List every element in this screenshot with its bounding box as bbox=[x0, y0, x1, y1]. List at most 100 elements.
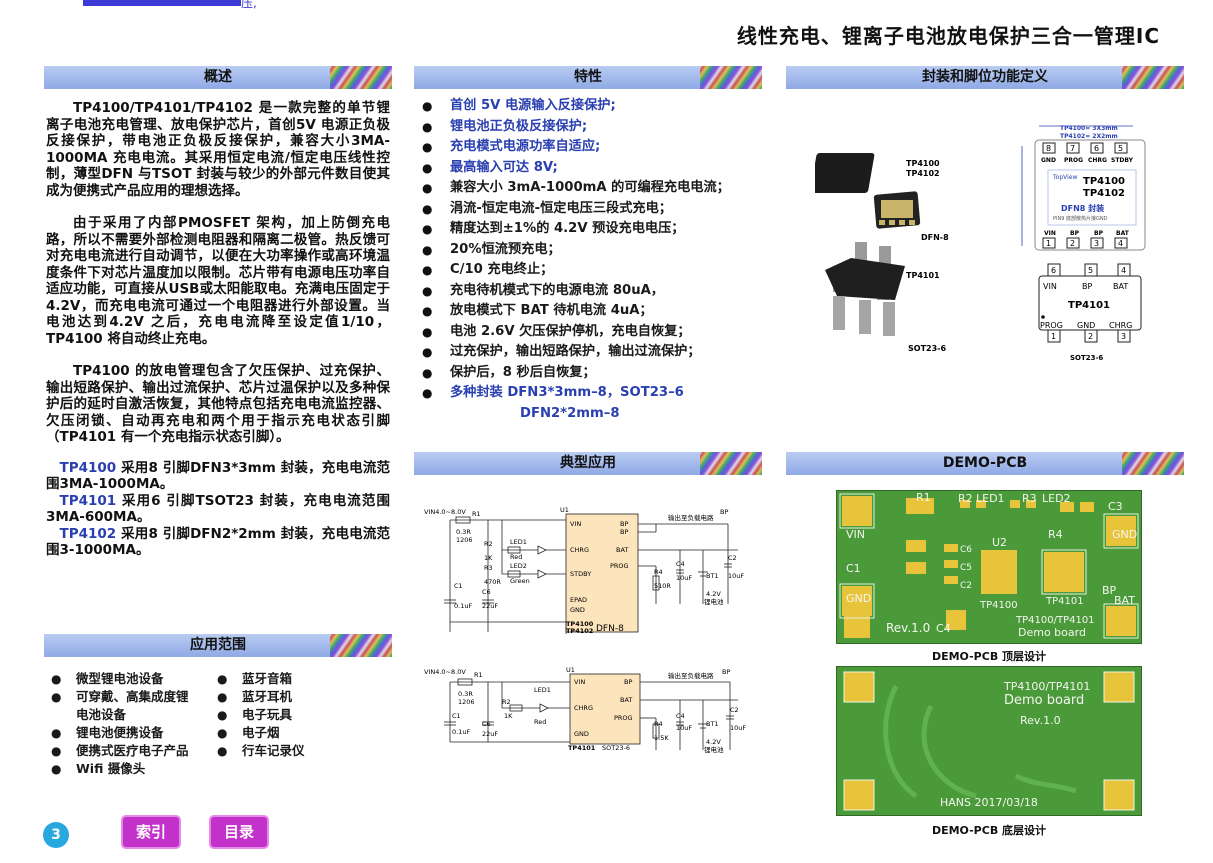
pcb-label: HANS 2017/03/18 bbox=[940, 796, 1038, 809]
pin-name: BP bbox=[1094, 230, 1104, 237]
pin-prog: PROG bbox=[610, 562, 629, 570]
pcb-label: R1 bbox=[916, 491, 931, 504]
header-decoration bbox=[330, 66, 392, 89]
pcb-label: TP4101 bbox=[1045, 596, 1084, 607]
page-number: 3 bbox=[43, 822, 69, 848]
pcb-label: BAT bbox=[1114, 594, 1135, 607]
application-item: 蓝牙音箱 bbox=[212, 670, 382, 688]
schematic-sot23: VIN4.0~8.0V R1 0.3R 1206 R2 1K LED1 Red … bbox=[424, 666, 746, 754]
pin-number: 2 bbox=[1070, 239, 1075, 248]
r1-label: R1 bbox=[472, 510, 481, 518]
pcb-label: C4 bbox=[936, 622, 951, 635]
feature-item: 放电模式下 BAT 待机电流 4uA； bbox=[420, 301, 780, 322]
feature-item: 锂电池正负极反接保护; bbox=[420, 117, 780, 138]
bt1-voltage: 4.2V bbox=[706, 590, 721, 598]
pin-name: BAT bbox=[1113, 282, 1128, 291]
bp-label: BP bbox=[722, 668, 730, 676]
pcb-label: Demo board bbox=[1004, 693, 1084, 708]
section-header-features: 特性 bbox=[414, 66, 762, 89]
pcb-label: C1 bbox=[846, 562, 861, 575]
feature-item: 首创 5V 电源输入反接保护; bbox=[420, 96, 780, 117]
page-title: 线性充电、锂离子电池放电保护三合一管理IC bbox=[736, 24, 1160, 48]
pin-name: PROG bbox=[1040, 321, 1063, 330]
sot-pinout: 6 5 4 VIN BP BAT TP4101 PROG GND CHRG 1 … bbox=[1038, 263, 1142, 362]
led1-label: LED1 bbox=[534, 686, 551, 694]
section-header-typical: 典型应用 bbox=[414, 452, 762, 475]
pin-name: VIN bbox=[1043, 282, 1057, 291]
sot-package-tag: SOT23-6 bbox=[908, 344, 946, 353]
pcb-bottom-pads bbox=[843, 671, 1135, 811]
pcb-label: C2 bbox=[960, 581, 972, 591]
package-note: TP4101 采用6 引脚TSOT23 封装，充电电流范围3MA-600MA。 bbox=[46, 493, 390, 526]
r3-value: 470R bbox=[484, 578, 501, 586]
r2-label: R2 bbox=[484, 540, 493, 548]
pcb-label: TP4100/TP4101 bbox=[1015, 615, 1095, 626]
r2-value: 1K bbox=[504, 712, 513, 720]
dfn-bottom-pins: 1 2 3 4 bbox=[1042, 237, 1128, 249]
pin-bp: BP bbox=[620, 520, 628, 528]
dfn-chip-name: TP4100 bbox=[1083, 176, 1125, 187]
pin-number: 3 bbox=[1094, 239, 1099, 248]
pin-name: GND bbox=[1041, 157, 1056, 164]
vin-label: VIN4.0~8.0V bbox=[424, 668, 466, 676]
applications-list-left: 微型锂电池设备 可穿戴、高集成度锂 电池设备 锂电池便携设备 便携式医疗电子产品… bbox=[46, 670, 236, 778]
pcb-pads bbox=[842, 496, 1136, 638]
c2-value: 10uF bbox=[730, 724, 746, 732]
output-label: 输出至负载电路 bbox=[668, 671, 714, 680]
application-item: 电子烟 bbox=[212, 724, 382, 742]
package-label: DFN-8 bbox=[596, 624, 624, 634]
index-button[interactable]: 索引 bbox=[121, 815, 181, 849]
header-decoration bbox=[700, 452, 762, 475]
pcb-label: Rev.1.0 bbox=[886, 621, 930, 635]
pcb-label: U2 bbox=[992, 536, 1007, 549]
r1-value: 0.3R bbox=[456, 528, 471, 536]
pin-bat: BAT bbox=[620, 696, 632, 704]
pin-number: 7 bbox=[1070, 144, 1075, 153]
pin-name: BP bbox=[1070, 230, 1080, 237]
pin-name: CHRG bbox=[1088, 157, 1107, 164]
pin-name: VIN bbox=[1044, 230, 1056, 237]
dfn-top-pins: 8 7 6 5 bbox=[1042, 142, 1128, 154]
package-note-text: 采用6 引脚TSOT23 封装，充电电流范围3MA-600MA。 bbox=[46, 492, 390, 526]
pin-name: BAT bbox=[1116, 230, 1130, 237]
feature-item: 最高输入可达 8V; bbox=[420, 158, 780, 179]
pcb-traces bbox=[883, 684, 1077, 799]
package-note-text: 采用8 引脚DFN3*3mm 封装，充电电流范围3MA-1000MA。 bbox=[46, 459, 391, 493]
pcb-bottom-labels: TP4100/TP4101 Demo board Rev.1.0 HANS 20… bbox=[940, 680, 1090, 809]
application-item: 可穿戴、高集成度锂 bbox=[46, 688, 236, 706]
pcb-label: Rev.1.0 bbox=[1020, 714, 1061, 727]
part-label: TP4101 bbox=[568, 744, 596, 752]
r1-package: 1206 bbox=[456, 536, 473, 544]
feature-item: 兼容大小 3mA-1000mA 的可编程充电电流； bbox=[420, 178, 780, 199]
pin-name: BP bbox=[1082, 282, 1092, 291]
pcb-bottom-image: TP4100/TP4101 Demo board Rev.1.0 HANS 20… bbox=[836, 666, 1142, 816]
feature-item: 多种封装 DFN3*3mm–8，SOT23–6 bbox=[420, 383, 780, 404]
toc-button[interactable]: 目录 bbox=[209, 815, 269, 849]
pcb-label: BP bbox=[1102, 584, 1117, 597]
pcb-label: C5 bbox=[960, 563, 972, 573]
c1-value: 0.1uF bbox=[452, 728, 470, 736]
section-title: DEMO-PCB bbox=[942, 455, 1028, 471]
bp-label: BP bbox=[720, 508, 728, 516]
top-text-fragment: 压, bbox=[241, 0, 257, 10]
dfn-package-tag: DFN-8 bbox=[921, 233, 949, 242]
pin-bp: BP bbox=[624, 678, 632, 686]
pin-name: GND bbox=[1077, 321, 1095, 330]
led1-color: Red bbox=[534, 718, 546, 726]
feature-item: DFN2*2mm–8 bbox=[520, 405, 620, 421]
part-number: TP4100 bbox=[59, 459, 117, 476]
package-note: TP4100 采用8 引脚DFN3*3mm 封装，充电电流范围3MA-1000M… bbox=[46, 460, 390, 493]
r4-label: R4 bbox=[654, 720, 663, 728]
pcb-label: TP4100/TP4101 bbox=[1003, 680, 1090, 693]
pin9-note: PIN9 底部散热片接GND bbox=[1053, 215, 1108, 222]
pcb-top-caption: DEMO-PCB 顶层设计 bbox=[931, 650, 1047, 663]
pin-name: PROG bbox=[1064, 157, 1083, 164]
c4-label: C4 bbox=[676, 712, 685, 720]
pcb-label: C6 bbox=[960, 545, 972, 555]
r3-label: R3 bbox=[484, 564, 493, 572]
c6-label: C6 bbox=[482, 588, 491, 596]
pcb-label: GND bbox=[1112, 528, 1137, 541]
dfn-chip-image bbox=[815, 153, 921, 229]
dfn-top-pin-names: GND PROG CHRG STDBY bbox=[1041, 157, 1134, 164]
